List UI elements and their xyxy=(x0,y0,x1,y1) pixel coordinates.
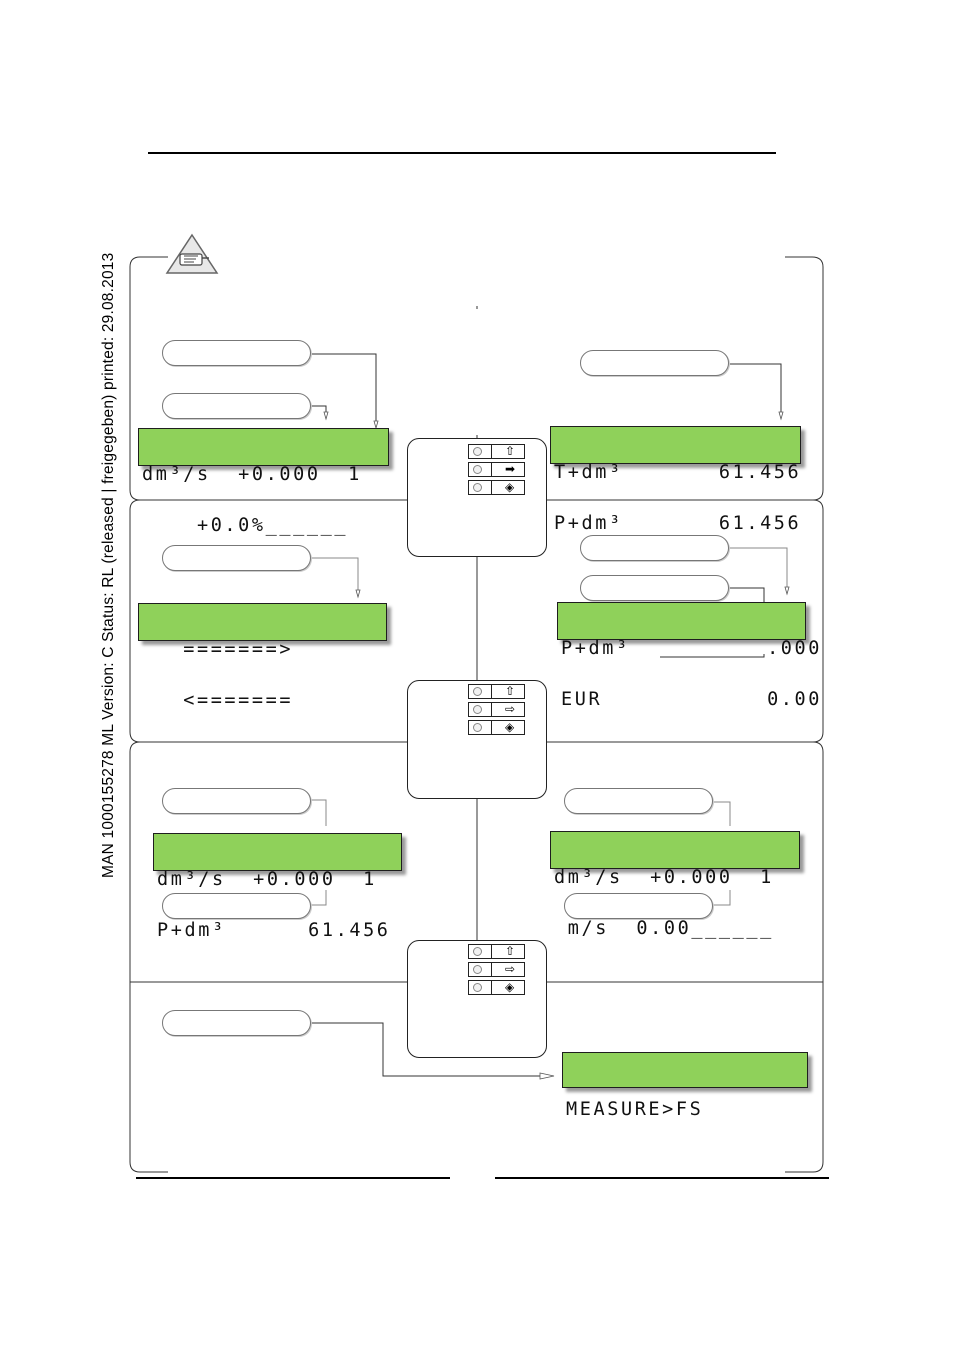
header-rule xyxy=(148,152,776,154)
callout-bubble xyxy=(162,893,311,919)
keypad: ⇧ ⇨ ◈ xyxy=(407,680,547,799)
callout-bubble xyxy=(580,575,729,601)
lcd-line-2: EUR 0.00 xyxy=(561,689,823,710)
right-arrow-icon: ⇨ xyxy=(505,702,516,716)
lcd-display-flow-velocity: dm³/s +0.000 1 m/s 0.00______ xyxy=(550,831,800,938)
enter-arrow-icon: ◈ xyxy=(505,720,515,734)
up-arrow-icon: ⇧ xyxy=(505,444,516,458)
right-key[interactable]: ➡ xyxy=(468,462,525,477)
right-key[interactable]: ⇨ xyxy=(468,702,525,717)
callout-bubble xyxy=(162,393,311,419)
led-icon xyxy=(473,705,482,714)
pointing-hand-warning-icon xyxy=(165,233,219,274)
callout-bubble xyxy=(564,893,713,919)
led-icon xyxy=(473,965,482,974)
lcd-display-direction: =======> <======= xyxy=(138,603,387,710)
led-icon xyxy=(473,483,482,492)
keypad: ⇧ ➡ ◈ xyxy=(407,438,547,557)
lcd-display-cost: P+dm³ .000 EUR 0.00 xyxy=(557,602,819,709)
right-key[interactable]: ⇨ xyxy=(468,962,525,977)
lcd-line-1: P+dm³ .000 xyxy=(561,638,823,659)
enter-key[interactable]: ◈ xyxy=(468,480,525,495)
enter-key[interactable]: ◈ xyxy=(468,980,525,995)
led-icon xyxy=(473,723,482,732)
callout-bubble xyxy=(162,340,311,366)
enter-key[interactable]: ◈ xyxy=(468,720,525,735)
lcd-line-1: dm³/s +0.000 1 xyxy=(554,867,774,888)
lcd-line-1: MEASURE>FS xyxy=(566,1099,704,1120)
lcd-line-2: P+dm³ 61.456 xyxy=(554,513,802,534)
lcd-display-menu: MEASURE>FS xyxy=(562,1052,808,1119)
lcd-line-2: +0.0%______ xyxy=(142,515,349,536)
lcd-line-2: <======= xyxy=(142,690,294,711)
callout-bubble xyxy=(564,788,713,814)
led-icon xyxy=(473,983,482,992)
lcd-line-1: dm³/s +0.000 1 xyxy=(157,869,377,890)
lcd-display-totalizers: T+dm³ 61.456 P+dm³ 61.456 xyxy=(550,426,801,533)
up-key[interactable]: ⇧ xyxy=(468,684,525,699)
keypad: ⇧ ⇨ ◈ xyxy=(407,940,547,1058)
right-arrow-icon: ➡ xyxy=(505,462,516,476)
up-arrow-icon: ⇧ xyxy=(505,944,516,958)
up-key[interactable]: ⇧ xyxy=(468,444,525,459)
lcd-line-1: T+dm³ 61.456 xyxy=(554,462,802,483)
up-key[interactable]: ⇧ xyxy=(468,944,525,959)
up-arrow-icon: ⇧ xyxy=(505,684,516,698)
lcd-line-1: =======> xyxy=(142,639,294,660)
enter-arrow-icon: ◈ xyxy=(505,480,515,494)
callout-bubble xyxy=(580,350,729,376)
callout-bubble xyxy=(162,1010,311,1036)
callout-bubble xyxy=(162,788,311,814)
lcd-display-flow-percent: dm³/s +0.000 1 +0.0%______ xyxy=(138,428,389,535)
callout-bubble xyxy=(162,545,311,571)
lcd-line-2: m/s 0.00______ xyxy=(554,918,774,939)
lcd-display-flow-total: dm³/s +0.000 1 P+dm³ 61.456 xyxy=(153,833,402,940)
enter-arrow-icon: ◈ xyxy=(505,980,515,994)
lcd-line-1: dm³/s +0.000 1 xyxy=(142,464,362,485)
footer-rule-left xyxy=(136,1177,450,1179)
lcd-line-2: P+dm³ 61.456 xyxy=(157,920,391,941)
footer-rule-right xyxy=(495,1177,829,1179)
right-arrow-icon: ⇨ xyxy=(505,962,516,976)
callout-bubble xyxy=(580,535,729,561)
led-icon xyxy=(473,687,482,696)
led-icon xyxy=(473,947,482,956)
led-icon xyxy=(473,465,482,474)
led-icon xyxy=(473,447,482,456)
